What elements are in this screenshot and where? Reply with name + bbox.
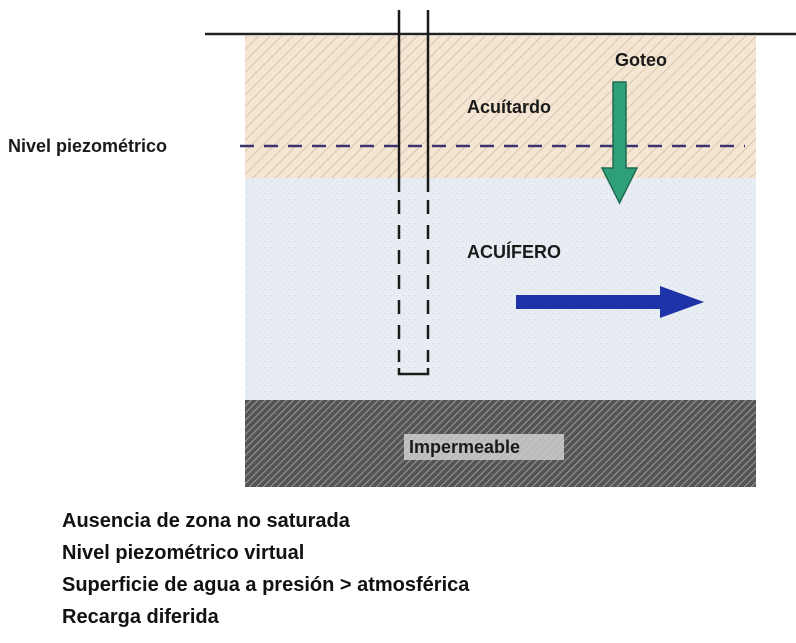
acuifero-layer	[245, 178, 756, 400]
down-arrow-icon	[600, 81, 639, 205]
piezometric-level-label: Nivel piezométrico	[8, 136, 167, 156]
goteo-label: Goteo	[615, 50, 667, 70]
characteristics-list: Ausencia de zona no saturada Nivel piezo…	[62, 505, 469, 633]
characteristic-item: Superficie de agua a presión > atmosféri…	[62, 574, 470, 596]
confined-aquifer-diagram: Goteo Acuítardo Nivel piezométrico ACUÍF…	[8, 10, 796, 487]
characteristic-item: Nivel piezométrico virtual	[62, 542, 305, 564]
acuitardo-label: Acuítardo	[467, 97, 551, 117]
characteristic-item: Ausencia de zona no saturada	[62, 510, 350, 532]
impermeable-label-background	[404, 434, 564, 460]
impermeable-label: Impermeable	[409, 437, 520, 457]
acuitardo-layer	[245, 36, 756, 178]
well	[397, 10, 430, 376]
acuifero-label: ACUÍFERO	[467, 241, 561, 262]
right-arrow-icon	[516, 286, 704, 318]
characteristic-item: Recarga diferida	[62, 606, 219, 628]
